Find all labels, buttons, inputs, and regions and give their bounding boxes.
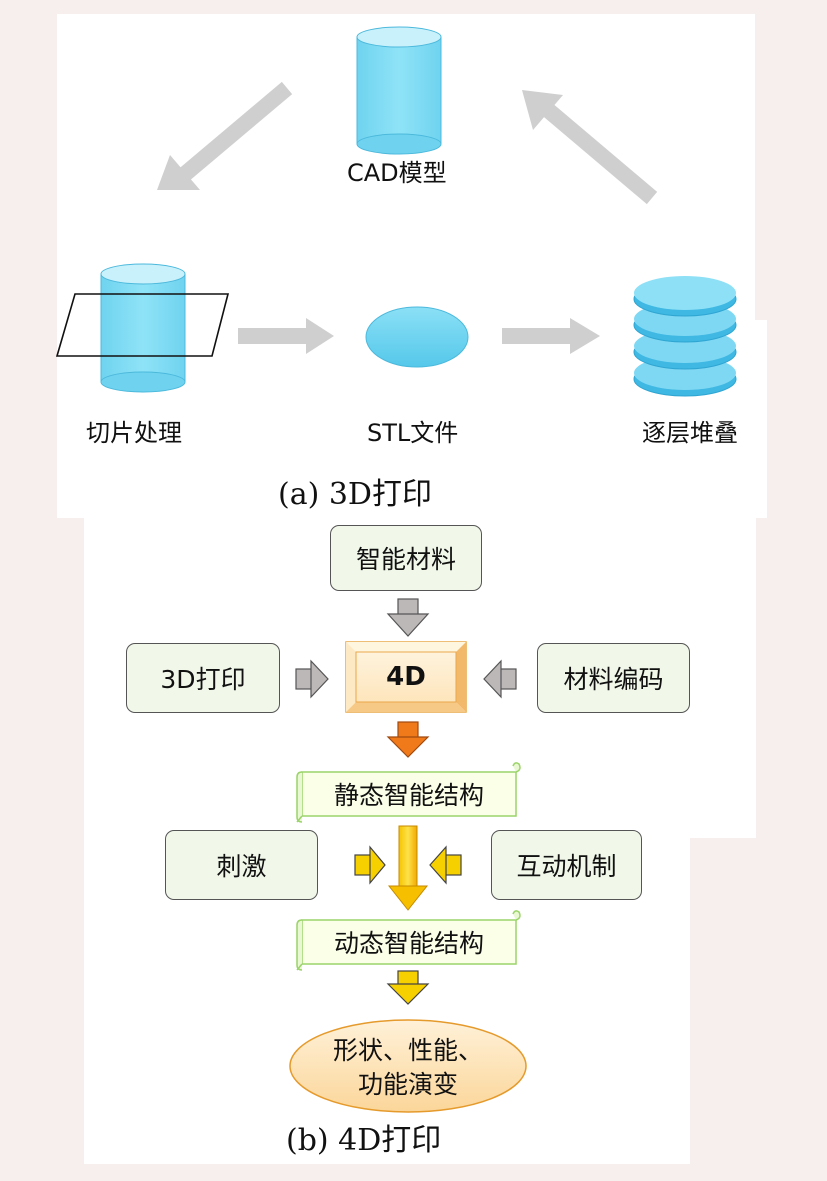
stimulus-box: 刺激	[165, 830, 318, 900]
smart-material-box: 智能材料	[330, 525, 482, 591]
arrow-stack-to-cad-icon	[522, 90, 658, 205]
arrow-slice-to-stl-icon	[238, 318, 334, 354]
static-structure-scroll	[296, 762, 521, 823]
stl-file-label: STL文件	[367, 419, 459, 447]
panel-b-background-extension	[690, 518, 756, 838]
panel-a-caption-background	[57, 462, 767, 518]
center-4d-label: 4D	[386, 662, 426, 692]
center-4d-box	[345, 641, 467, 713]
result-line-2: 功能演变	[357, 1069, 458, 1099]
layer-stacking-label: 逐层堆叠	[642, 419, 738, 447]
result-line-1: 形状、性能、	[332, 1036, 483, 1065]
arrow-coding-to-4d-icon	[483, 659, 517, 699]
stl-disc-icon	[365, 306, 469, 368]
result-ellipse	[289, 1019, 527, 1113]
arrow-dynamic-to-result-icon	[386, 970, 430, 1005]
arrow-stl-to-stack-icon	[502, 318, 600, 354]
arrow-interaction-icon	[429, 845, 462, 885]
arrow-3dprint-to-4d-icon	[295, 659, 329, 699]
arrow-4d-to-static-icon	[386, 721, 430, 758]
arrow-static-to-dynamic-icon	[387, 825, 429, 911]
arrow-cad-to-slice-icon	[157, 81, 293, 190]
material-coding-box: 材料编码	[537, 643, 690, 713]
layer-stack-icon	[633, 276, 737, 397]
result-text: 形状、性能、 功能演变	[290, 1034, 526, 1102]
cad-cylinder-icon	[356, 26, 442, 155]
arrow-stimulus-icon	[354, 845, 386, 885]
caption-b: (b) 4D打印	[286, 1123, 442, 1158]
dynamic-structure-scroll	[296, 910, 521, 971]
3d-printing-box: 3D打印	[126, 643, 280, 713]
slice-cylinder-icon	[100, 263, 186, 393]
cad-model-label: CAD模型	[347, 159, 447, 187]
slice-plane-icon	[55, 293, 230, 357]
caption-a: (a) 3D打印	[278, 477, 432, 512]
interaction-mechanism-box: 互动机制	[491, 830, 642, 900]
dynamic-structure-label: 动态智能结构	[333, 929, 484, 958]
slice-processing-label: 切片处理	[86, 419, 182, 447]
panel-a-background-extension	[755, 320, 767, 462]
static-structure-label: 静态智能结构	[333, 781, 484, 810]
arrow-material-to-4d-icon	[386, 598, 430, 637]
